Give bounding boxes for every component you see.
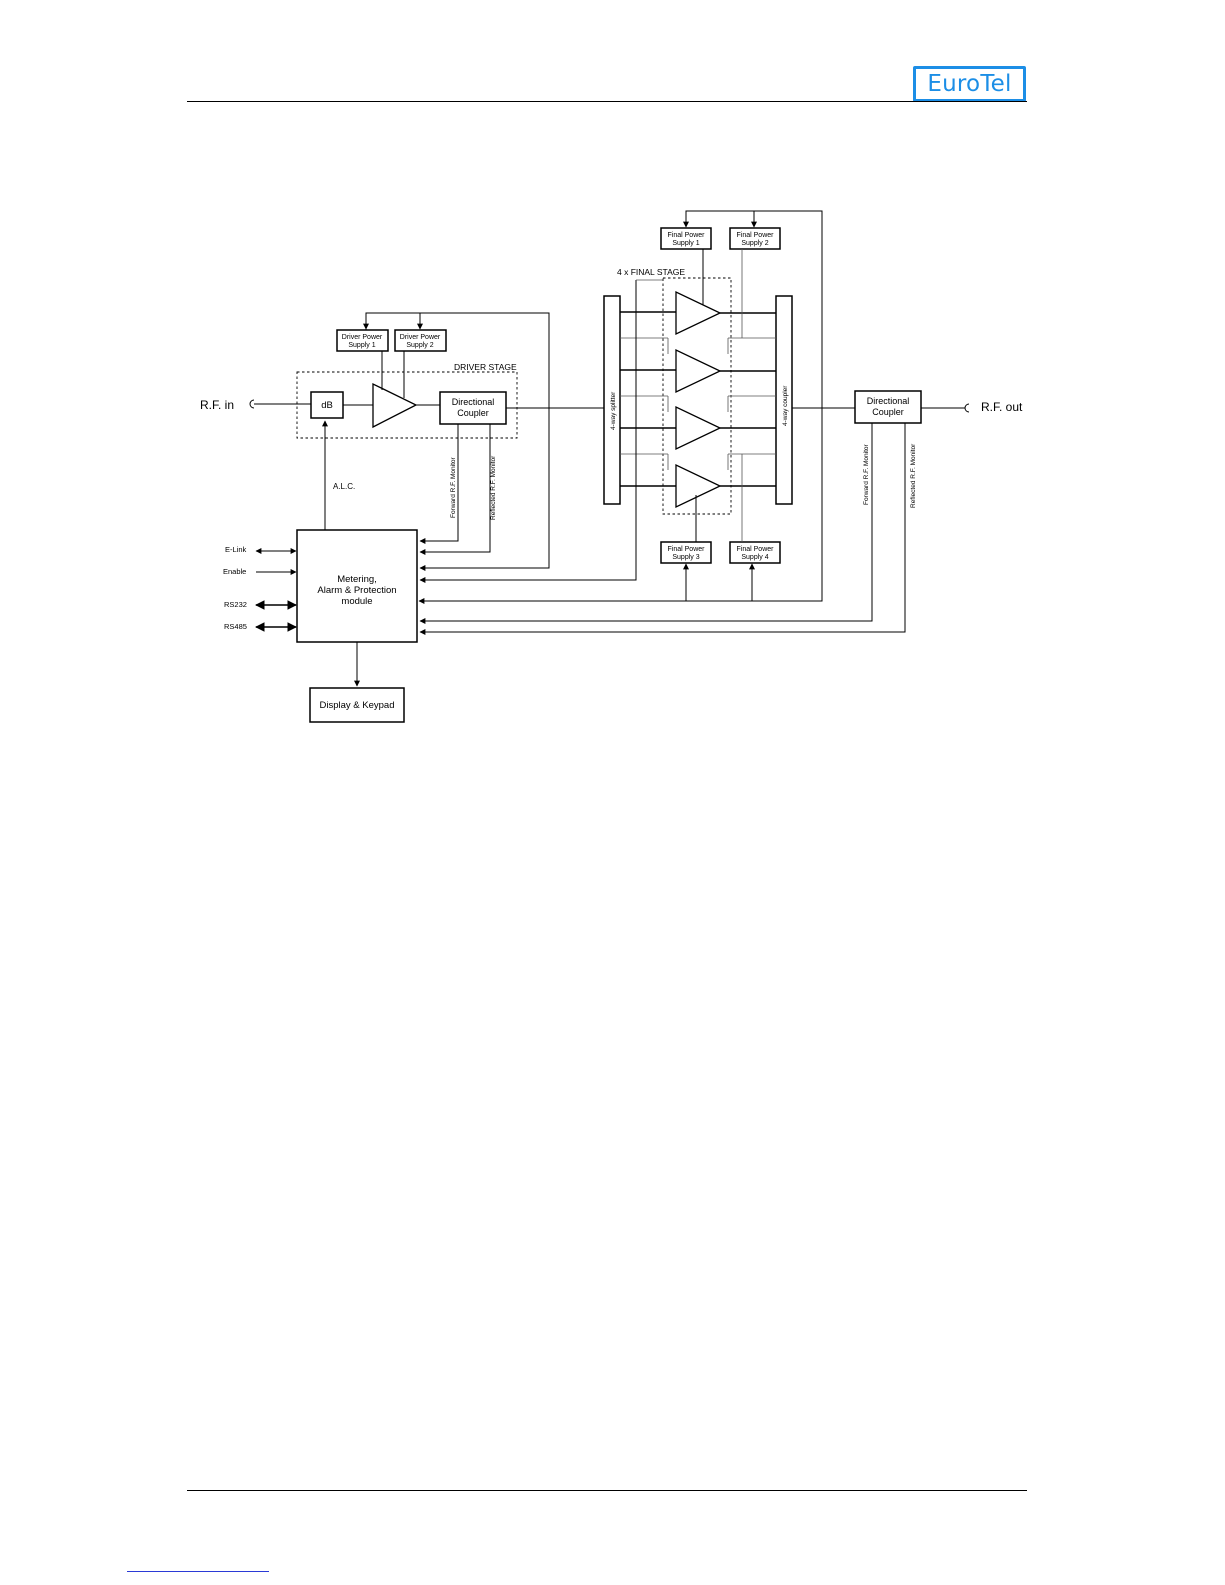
final-power-supply-3	[660, 541, 712, 564]
display-keypad-label: Display & Keypad	[320, 700, 395, 711]
dir-coupler-2-line1: Directional	[867, 396, 910, 406]
metering-module	[296, 529, 418, 643]
metering-line1: Metering,	[337, 574, 377, 585]
driver-ps2-line2: Supply 2	[406, 342, 433, 349]
driver-stage-label: DRIVER STAGE	[454, 362, 517, 372]
final-power-supply-2	[729, 227, 781, 250]
footer-rule	[187, 1490, 1027, 1491]
metering-line3: module	[341, 596, 372, 607]
dir-coupler-1-line1: Directional	[452, 397, 495, 407]
final-amplifier-3	[675, 405, 722, 451]
four-way-splitter	[603, 295, 621, 505]
final-amplifier-chain	[620, 290, 776, 509]
splitter-label: 4-way splitter	[610, 391, 617, 430]
driver-power-supply-1	[336, 329, 389, 352]
final-amplifier-2	[675, 348, 722, 394]
rf-out-connector	[921, 403, 970, 413]
header-rule	[187, 101, 1027, 102]
driver-power-supply-2	[394, 329, 447, 352]
attenuator-box	[310, 391, 344, 419]
driver-amplifier	[372, 382, 418, 429]
rs232-label: RS232	[224, 600, 247, 609]
final-power-supply-1	[660, 227, 712, 250]
logo-text: EuroTel	[916, 69, 1023, 99]
final-ps3-line2: Supply 3	[672, 554, 699, 561]
rf-out-label: R.F. out	[981, 400, 1023, 414]
driver-ps1-line2: Supply 1	[348, 342, 375, 349]
footer-link[interactable]	[127, 1570, 269, 1572]
final-ps4-line1: Final Power	[737, 546, 775, 553]
eurotel-logo: EuroTel	[913, 66, 1026, 102]
final-power-supply-4	[729, 541, 781, 564]
final-amplifier-1	[675, 290, 722, 336]
dir-coupler-2-line2: Coupler	[872, 407, 904, 417]
directional-coupler-2	[854, 390, 922, 424]
fwd-monitor-1-label: Forward R.F. Monitor	[450, 456, 457, 518]
attenuator-label: dB	[321, 400, 333, 411]
final-ps2-line2: Supply 2	[741, 240, 768, 247]
driver-ps1-line1: Driver Power	[342, 334, 383, 341]
final-stage-label: 4 x FINAL STAGE	[617, 267, 685, 277]
final-ps2-line1: Final Power	[737, 232, 775, 239]
rf-in-connector	[249, 399, 311, 409]
alc-label: A.L.C.	[333, 482, 355, 491]
final-ps1-line2: Supply 1	[672, 240, 699, 247]
four-way-coupler	[775, 295, 793, 505]
final-ps4-line2: Supply 4	[741, 554, 768, 561]
rs485-label: RS485	[224, 622, 247, 631]
final-ps3-line1: Final Power	[668, 546, 706, 553]
driver-ps2-line1: Driver Power	[400, 334, 441, 341]
rf-in-label: R.F. in	[200, 398, 234, 412]
final-amplifier-4	[675, 463, 722, 509]
refl-monitor-1-label: Reflected R.F. Monitor	[490, 455, 497, 520]
refl-monitor-2-label: Reflected R.F. Monitor	[910, 443, 917, 508]
final-ps1-line1: Final Power	[668, 232, 706, 239]
enable-label: Enable	[223, 567, 246, 576]
elink-label: E-Link	[225, 545, 247, 554]
coupler4-label: 4-way coupler	[782, 385, 789, 426]
dir-coupler-1-line2: Coupler	[457, 408, 489, 418]
fwd-monitor-2-label: Forward R.F. Monitor	[863, 443, 870, 505]
display-keypad	[309, 687, 405, 723]
driver-stage-box	[296, 371, 518, 439]
metering-line2: Alarm & Protection	[317, 585, 396, 596]
